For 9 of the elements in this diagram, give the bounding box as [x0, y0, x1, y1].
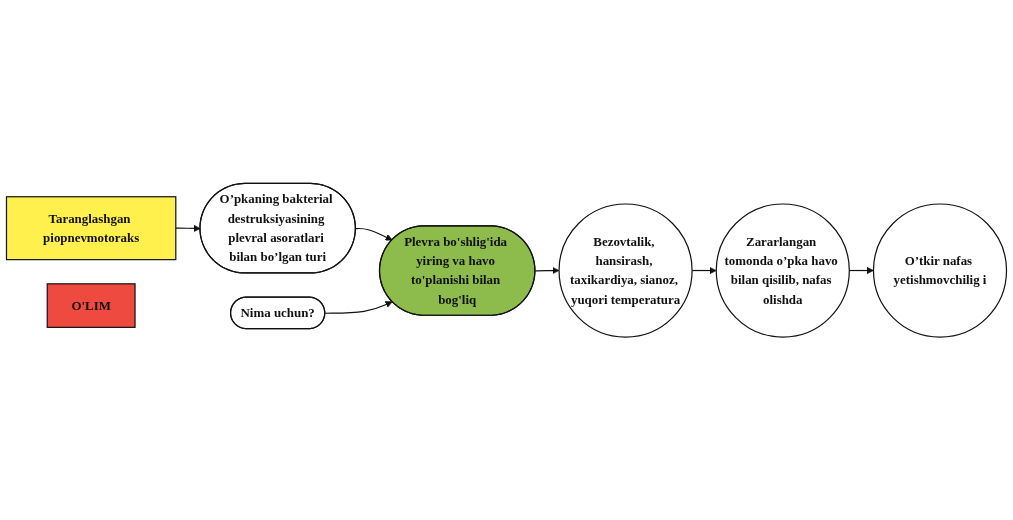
- arrow: [175, 224, 201, 232]
- node-circle: O’tkir nafas yetishmovchilig i: [872, 203, 1008, 338]
- node-box: Taranglashgan piopnevmotoraks: [5, 195, 177, 260]
- node-box: O'LIM: [46, 282, 136, 328]
- arrow: [534, 266, 560, 274]
- arrow: [324, 300, 393, 314]
- arrow: [355, 227, 393, 241]
- node-circle: Zararlangan tomonda o’pka havo bilan qisilib, nafas olishda: [715, 203, 850, 338]
- node-circle: Bezovtalik, hansirash, taxikardiya, sianoz, yuqori temperatura: [558, 203, 693, 338]
